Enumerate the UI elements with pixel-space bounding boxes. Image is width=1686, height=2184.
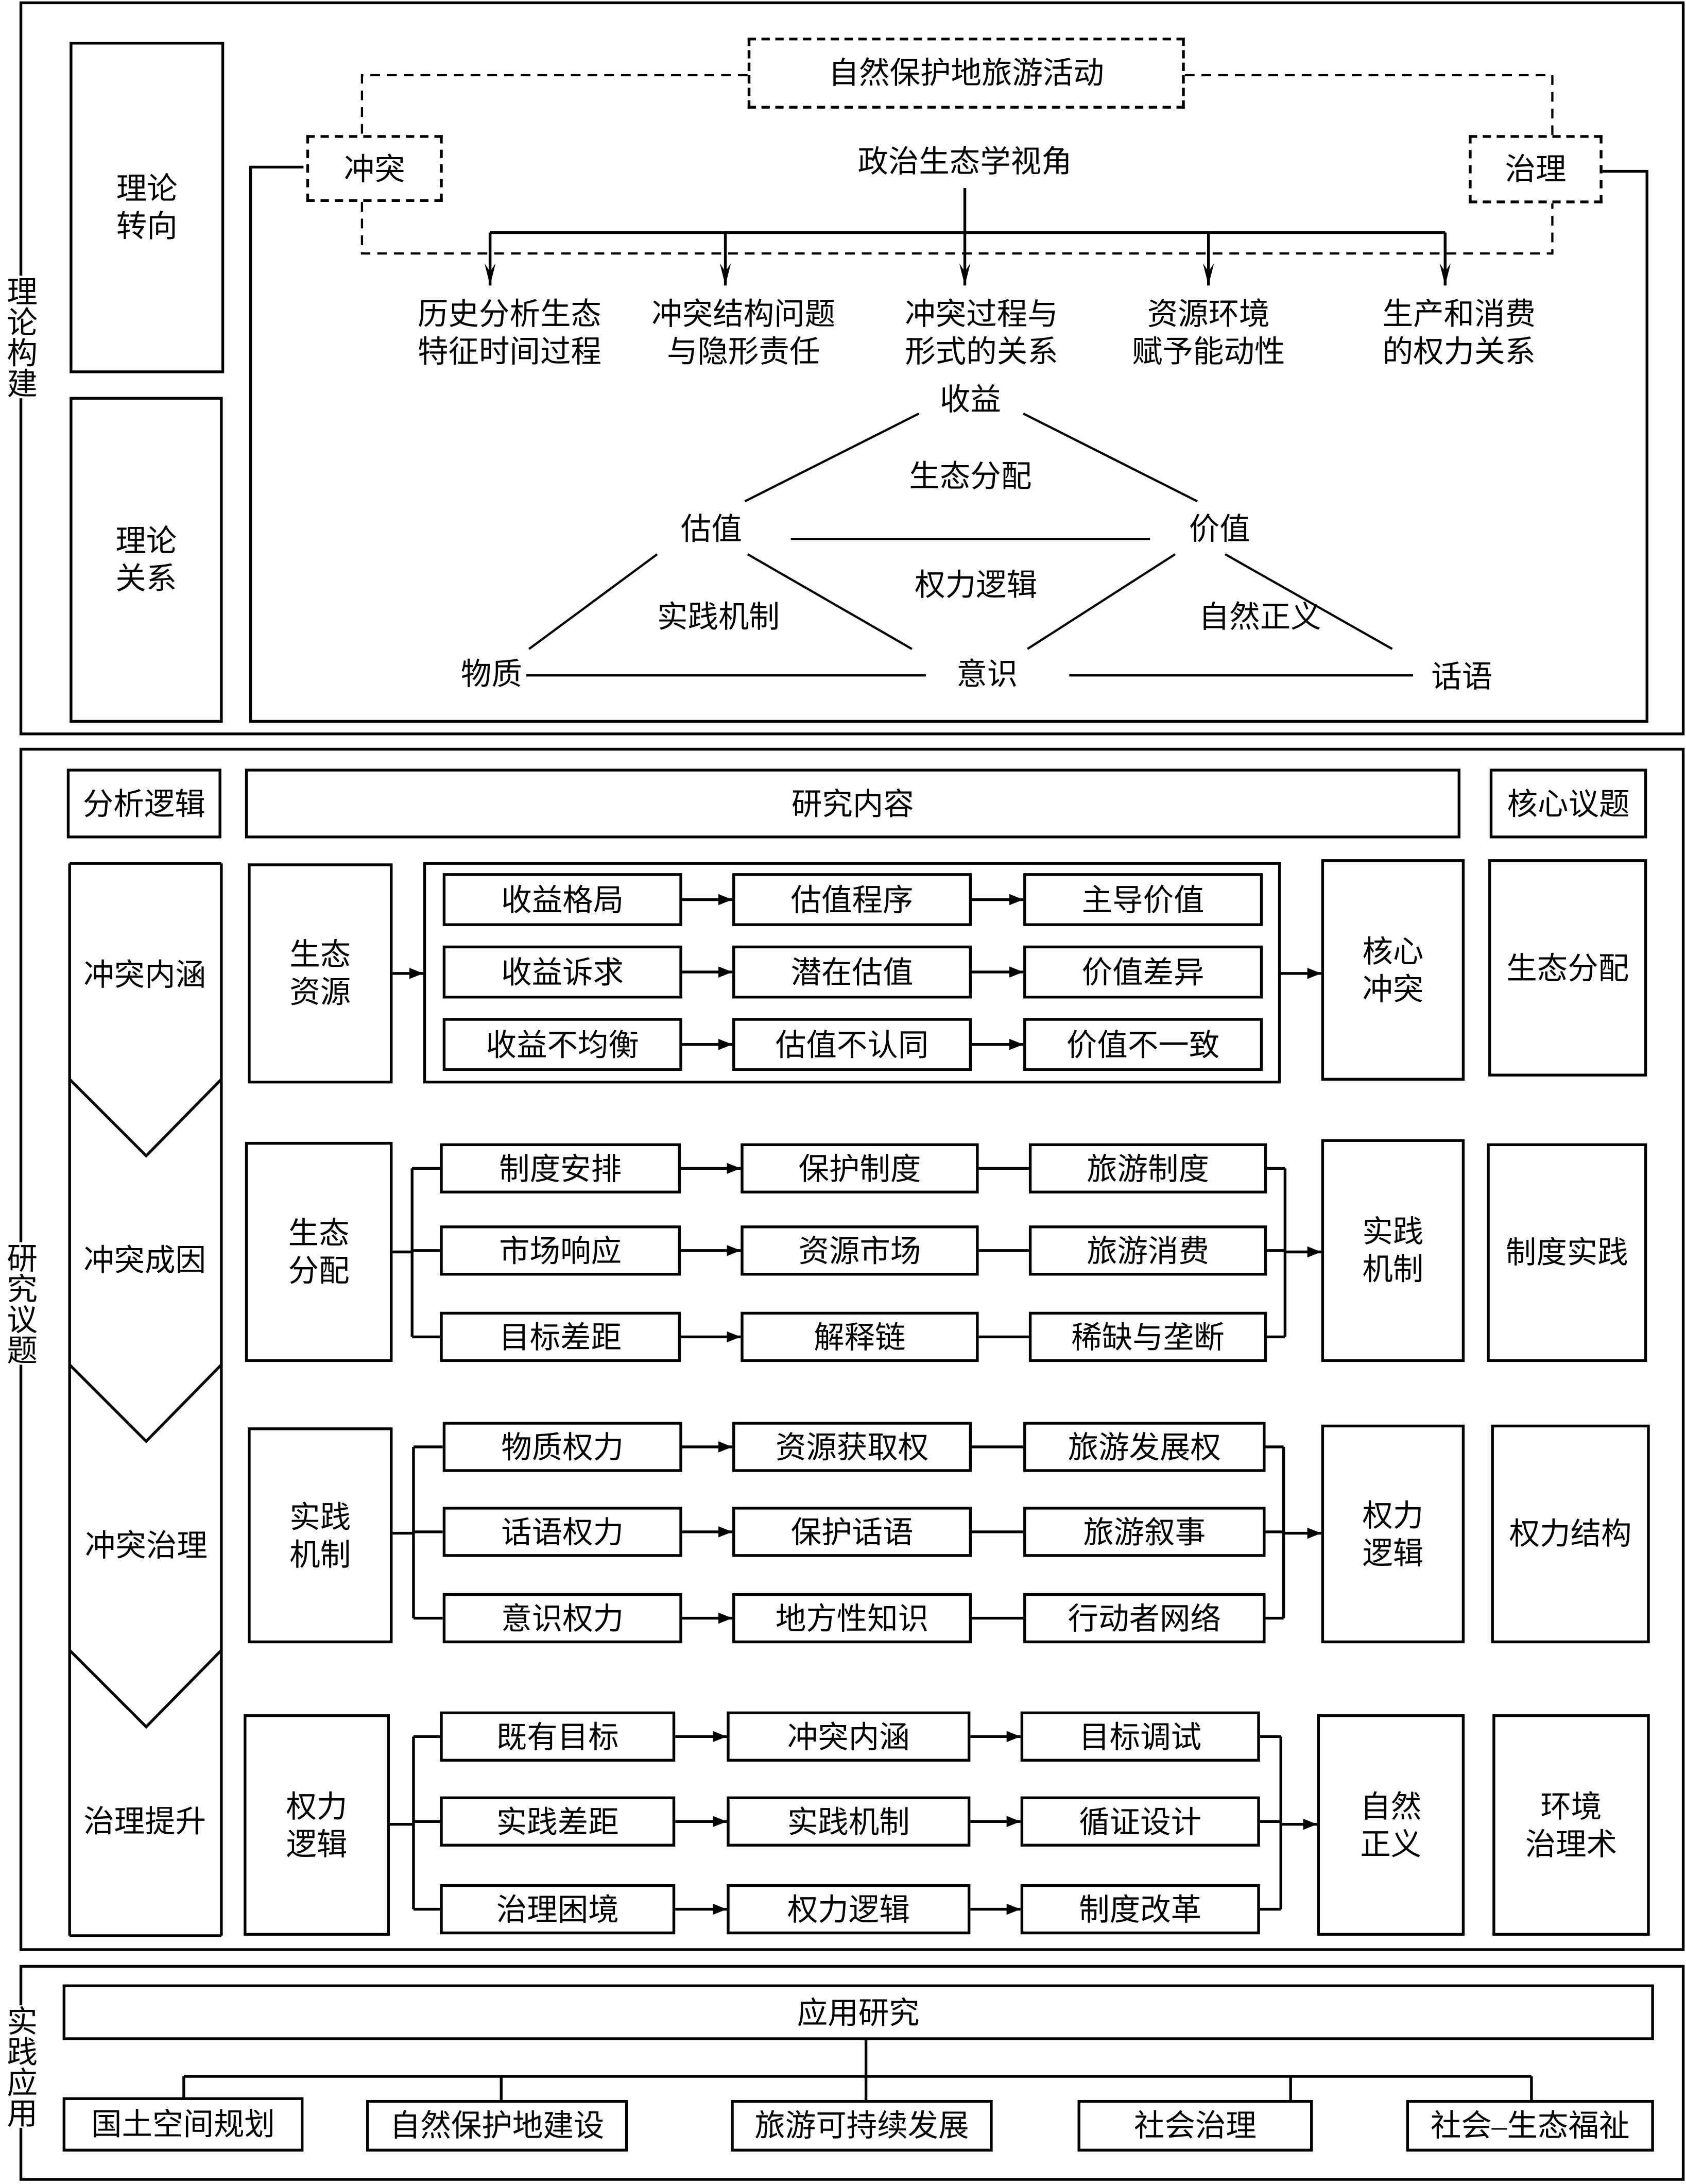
theory-relation-box: 理论 关系: [70, 397, 223, 723]
logic-step: 冲突治理: [84, 1528, 208, 1563]
logic-step: 冲突内涵: [83, 957, 207, 993]
header-research-content: 研究内容: [245, 769, 1461, 839]
logic-step: 冲突成因: [83, 1242, 207, 1278]
result-box: 实践 机制: [1321, 1139, 1465, 1362]
triangle-material: 物质: [460, 656, 522, 692]
content-cell: 既有目标: [440, 1711, 676, 1762]
dimension-label: 历史分析生态 特征时间过程: [418, 296, 601, 369]
content-cell: 目标差距: [440, 1311, 681, 1362]
content-cell: 循证设计: [1020, 1796, 1260, 1847]
perspective-label: 政治生态学视角: [857, 144, 1072, 179]
dimension-label: 生产和消费 的权力关系: [1382, 296, 1536, 369]
application-item: 社会–生态福祉: [1406, 2100, 1654, 2152]
content-container: [423, 862, 1281, 1084]
triangle-natural-justice: 自然正义: [1198, 599, 1321, 635]
section-label-theory: 理论构建: [3, 276, 38, 399]
conflict-box: 冲突: [306, 135, 443, 202]
header-core-issue: 核心议题: [1489, 769, 1647, 839]
logic-step: 治理提升: [83, 1804, 207, 1839]
triangle-practice-mechanism: 实践机制: [657, 599, 780, 635]
source-box: 实践 机制: [248, 1427, 393, 1644]
result-box: 权力 逻辑: [1321, 1424, 1465, 1644]
content-cell: 主导价值: [1023, 873, 1263, 926]
triangle-consciousness: 意识: [956, 656, 1018, 692]
triangle-power-logic: 权力逻辑: [915, 567, 1038, 603]
theory-inner-frame: [249, 165, 1649, 723]
header-analysis-logic: 分析逻辑: [66, 769, 221, 839]
content-cell: 地方性知识: [732, 1593, 972, 1644]
content-cell: 资源市场: [741, 1225, 979, 1276]
core-issue-box: 权力结构: [1491, 1424, 1650, 1644]
triangle-discourse: 话语: [1431, 659, 1493, 694]
content-cell: 实践差距: [440, 1796, 676, 1847]
core-issue-box: 环境 治理术: [1492, 1714, 1650, 1936]
content-cell: 收益格局: [442, 873, 682, 926]
application-item: 社会治理: [1077, 2100, 1313, 2152]
activity-box: 自然保护地旅游活动: [747, 37, 1185, 109]
content-cell: 潜在估值: [732, 945, 972, 999]
content-cell: 话语权力: [442, 1507, 682, 1557]
content-cell: 旅游消费: [1028, 1225, 1267, 1276]
triangle-benefit: 收益: [939, 382, 1001, 417]
core-issue-box: 生态分配: [1488, 859, 1647, 1077]
content-cell: 保护话语: [732, 1507, 972, 1557]
application-item: 自然保护地建设: [366, 2100, 628, 2152]
governance-box: 治理: [1469, 135, 1603, 203]
content-cell: 估值程序: [732, 873, 972, 926]
source-box: 生态 资源: [248, 863, 393, 1084]
content-cell: 稀缺与垄断: [1028, 1311, 1267, 1362]
content-cell: 保护制度: [741, 1143, 979, 1193]
content-cell: 价值差异: [1023, 945, 1263, 999]
source-box: 权力 逻辑: [244, 1714, 390, 1936]
content-cell: 制度改革: [1020, 1884, 1260, 1935]
content-cell: 物质权力: [442, 1422, 682, 1472]
content-cell: 市场响应: [440, 1225, 681, 1276]
core-issue-box: 制度实践: [1487, 1143, 1647, 1362]
applied-research-box: 应用研究: [62, 1984, 1654, 2040]
content-cell: 制度安排: [440, 1143, 681, 1193]
logic-chevron-column: [68, 862, 223, 1937]
content-cell: 旅游制度: [1028, 1143, 1267, 1193]
content-cell: 资源获取权: [732, 1422, 972, 1472]
content-cell: 解释链: [741, 1311, 979, 1362]
content-cell: 价值不一致: [1023, 1018, 1263, 1071]
content-cell: 行动者网络: [1023, 1593, 1266, 1644]
dimension-label: 冲突结构问题 与隐形责任: [651, 296, 836, 369]
triangle-eco-distribution: 生态分配: [909, 458, 1032, 494]
result-box: 核心 冲突: [1321, 859, 1465, 1081]
content-cell: 实践机制: [727, 1796, 971, 1847]
content-cell: 收益不均衡: [442, 1018, 682, 1071]
content-cell: 目标调试: [1020, 1711, 1260, 1762]
source-box: 生态 分配: [245, 1141, 393, 1362]
content-cell: 冲突内涵: [727, 1711, 971, 1762]
result-box: 自然 正义: [1317, 1714, 1465, 1936]
triangle-value: 价值: [1189, 511, 1250, 547]
content-cell: 意识权力: [442, 1593, 682, 1644]
content-cell: 治理困境: [440, 1884, 676, 1935]
application-item: 旅游可持续发展: [731, 2100, 993, 2152]
application-item: 国土空间规划: [62, 2097, 304, 2152]
content-cell: 估值不认同: [732, 1018, 972, 1071]
content-cell: 收益诉求: [442, 945, 682, 999]
triangle-valuation: 估值: [681, 511, 743, 547]
theory-turn-box: 理论 转向: [70, 42, 225, 373]
dimension-label: 冲突过程与 形式的关系: [905, 296, 1058, 369]
dimension-label: 资源环境 赋予能动性: [1131, 296, 1285, 369]
content-cell: 权力逻辑: [727, 1884, 971, 1935]
section-label-application: 实践应用: [3, 2005, 38, 2128]
content-cell: 旅游叙事: [1023, 1507, 1266, 1557]
content-cell: 旅游发展权: [1023, 1422, 1266, 1472]
section-label-research: 研究议题: [3, 1242, 38, 1365]
